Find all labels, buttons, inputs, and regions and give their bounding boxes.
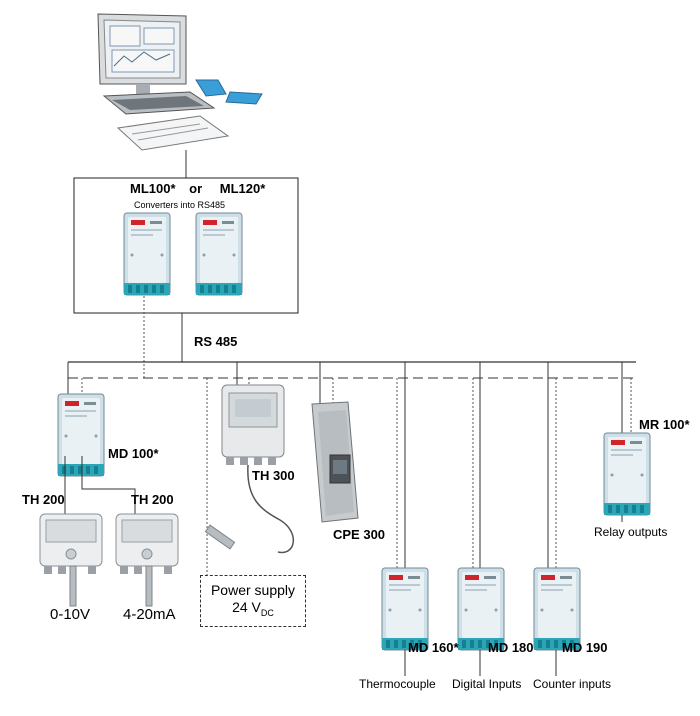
th300-label: TH 300	[252, 468, 295, 483]
md180-label: MD 180	[488, 640, 534, 655]
computer-icon	[97, 13, 263, 178]
thermocouple-caption: Thermocouple	[359, 677, 436, 691]
rs485-label: RS 485	[194, 334, 238, 349]
md180-module	[457, 567, 505, 651]
th200-probe-right	[115, 513, 179, 607]
cpe300-label: CPE 300	[333, 527, 386, 542]
md160-label: MD 160*	[408, 640, 459, 655]
digital-inputs-caption: Digital Inputs	[452, 677, 522, 691]
power-supply-value: 24 V	[232, 599, 261, 615]
converter-box	[73, 177, 299, 314]
relay-outputs-caption: Relay outputs	[594, 525, 668, 539]
th200-right-label: TH 200	[131, 492, 174, 507]
converter-model-a: ML100*	[130, 181, 176, 196]
power-supply-label: Power supply	[210, 582, 296, 598]
counter-inputs-caption: Counter inputs	[533, 677, 612, 691]
md190-label: MD 190	[562, 640, 608, 655]
output-0-10v: 0-10V	[50, 606, 91, 623]
md190-module	[533, 567, 581, 651]
mr100-label: MR 100*	[639, 417, 690, 432]
th300-transmitter	[204, 384, 295, 554]
converter-caption: Converters into RS485	[134, 200, 226, 210]
md160-module	[381, 567, 429, 651]
th200-probe-left	[39, 513, 103, 607]
power-supply-box: Power supply 24 VDC	[200, 575, 306, 627]
converter-or: or	[189, 181, 203, 196]
converter-model-b: ML120*	[219, 181, 266, 196]
mr100-module	[603, 432, 651, 516]
converter-module-ml100	[123, 212, 171, 296]
output-4-20ma: 4-20mA	[123, 606, 176, 623]
converter-module-ml120	[195, 212, 243, 296]
cpe300-panel	[311, 401, 359, 523]
th200-left-label: TH 200	[22, 492, 65, 507]
power-supply-subscript: DC	[260, 607, 274, 618]
md100-label: MD 100*	[108, 446, 159, 461]
